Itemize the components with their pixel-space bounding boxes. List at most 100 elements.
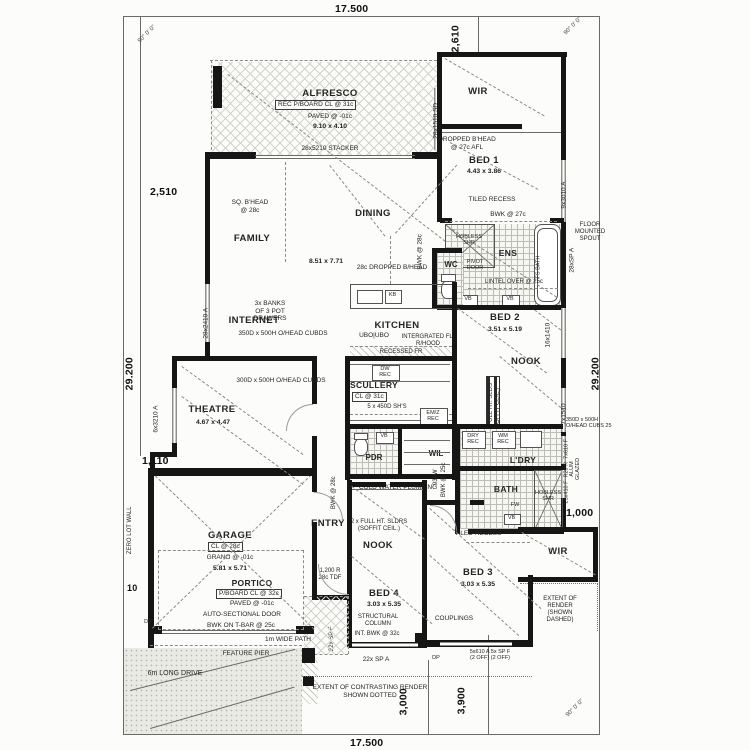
window-label-bed4: 22x SP A — [362, 656, 390, 663]
window-nook — [561, 388, 566, 432]
note-tiled-recess-ens: TILED RECESS — [468, 196, 516, 203]
wall — [296, 626, 314, 634]
slider-panel — [390, 482, 423, 487]
family-size: 8.51 x 7.71 — [308, 258, 343, 265]
shelf-line — [404, 452, 450, 453]
bed1-size: 4.43 x 3.86 — [466, 168, 501, 175]
recess-line — [466, 542, 530, 543]
kitchen-sink — [357, 290, 383, 304]
wall — [437, 52, 567, 57]
wall — [437, 305, 561, 310]
kb-label: KB — [388, 292, 397, 298]
roof-line — [211, 60, 212, 155]
wall — [150, 452, 155, 472]
dryer-recess — [462, 431, 486, 449]
portico-outline — [304, 596, 348, 597]
window-bed4 — [352, 643, 418, 647]
dim-line-right-upper — [478, 16, 479, 54]
note-floor-spout: FLOOR MOUNTED SPOUT — [574, 222, 606, 243]
trough — [520, 431, 542, 448]
dim-top: 17.500 — [335, 3, 369, 15]
room-label-entry: ENTRY — [311, 518, 345, 529]
room-label-family: FAMILY — [233, 233, 271, 244]
wall — [468, 529, 564, 534]
window-family — [205, 284, 210, 342]
note-int-bwk32: INT. BWK @ 32c — [354, 631, 400, 637]
note-wm-rec: WM REC — [497, 433, 509, 446]
dim-bottom-inner-right: 3,900 — [455, 687, 468, 715]
boundary-right — [599, 16, 600, 735]
ceiling-line — [390, 236, 391, 284]
note-path: 1m WIDE PATH — [265, 636, 311, 643]
room-label-bed3: BED 3 — [463, 567, 493, 578]
boundary-bottom — [123, 734, 600, 735]
shelf-line — [404, 440, 450, 441]
freestanding-bath-inner — [537, 228, 558, 302]
note-render-dashed: EXTENT OF RENDER (SHOWN DASHED) — [543, 596, 577, 624]
alfresco-floor-note: PAVED @ -01c — [308, 113, 352, 120]
note-cold-water: COLD WATER PLUMBING — [358, 484, 438, 491]
note-ohc-theatre: 300D x 500H O/HEAD CUBDS — [236, 377, 326, 384]
wall — [412, 152, 437, 159]
wall — [312, 522, 317, 600]
wall — [312, 356, 317, 404]
note-dropped-28c: 28c DROPPED B/HEAD — [356, 264, 428, 271]
vb-label: VB — [464, 296, 472, 302]
portico-outline — [304, 654, 348, 655]
wall-zero-lot — [148, 468, 154, 650]
window-label-bed2: 16x1410 — [544, 322, 552, 348]
note-feature-pier: FEATURE PIER — [222, 650, 270, 657]
room-label-bed1: BED 1 — [469, 155, 499, 166]
dim-line-3900 — [488, 635, 489, 734]
alfresco-ceiling-note: REC P/BOARD CL @ 31c — [275, 100, 357, 110]
bed4-size: 3.03 x 5.35 — [366, 601, 401, 608]
dim-line-3000 — [428, 660, 429, 734]
garage-door-line — [160, 630, 302, 631]
note-contrast-render: EXTENT OF CONTRASTING RENDER SHOWN DOTTE… — [312, 684, 428, 699]
wall — [528, 575, 533, 647]
wall — [345, 474, 461, 479]
wall — [422, 480, 427, 647]
wall — [452, 282, 457, 480]
washer-recess — [492, 431, 516, 449]
vb-label: VB — [506, 296, 514, 302]
window-ldry — [561, 436, 566, 464]
dim-bottom: 17.500 — [350, 737, 384, 749]
wall — [455, 424, 563, 429]
wall — [518, 527, 598, 532]
note-hobless-shr-ens: HOBLESS SHR — [456, 234, 482, 247]
note-dp: DP — [432, 655, 440, 661]
room-label-bath: BATH — [493, 484, 519, 494]
theatre-size: 4.67 x 4.47 — [195, 419, 230, 426]
driveway — [124, 648, 302, 734]
feature-pier — [303, 676, 314, 686]
wall — [437, 57, 442, 222]
bwk-line — [445, 221, 557, 222]
bench-line — [350, 381, 450, 382]
room-label-wir-top: WIR — [468, 86, 488, 97]
note-rhood: INTERGRATED FL. R/HOOD — [401, 334, 455, 348]
wall — [150, 626, 162, 634]
room-label-kitchen: KITCHEN — [374, 320, 420, 331]
wall — [345, 424, 457, 429]
render-outline — [597, 583, 598, 631]
room-label-garage: GARAGE — [207, 530, 253, 541]
room-label-internet: INTERNET — [228, 315, 280, 326]
door-arc — [286, 404, 313, 431]
stacker-door — [255, 158, 415, 159]
shelf-line — [404, 464, 450, 465]
note-fs-bath: FS BATH — [535, 255, 542, 279]
note-ohc-right: 350D x 500H O/HEAD CUBS 25 — [566, 417, 612, 430]
window-bath — [561, 470, 566, 498]
structural-column — [415, 633, 425, 643]
wall — [442, 124, 522, 129]
dim-left-step: 1,110 — [142, 455, 169, 467]
bed2-size: 3.51 x 5.19 — [487, 326, 522, 333]
wall — [347, 480, 352, 647]
note-sldrs-front: 2 x FULL HT. SLDRS (SOFFIT CEIL.) — [350, 519, 408, 533]
feature-pier — [302, 648, 315, 663]
room-label-dining: DINING — [355, 208, 391, 219]
window-bed1 — [561, 160, 566, 222]
door-arc — [314, 492, 343, 521]
